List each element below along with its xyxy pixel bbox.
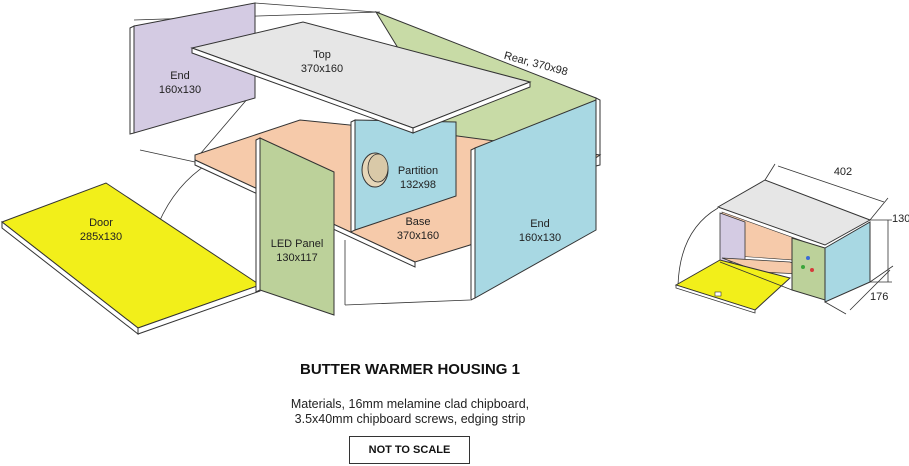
- drawing-title: BUTTER WARMER HOUSING 1: [299, 361, 520, 378]
- door-panel-side-edge: [137, 284, 261, 335]
- partition-panel: Partition 132x98: [350, 119, 457, 233]
- dimension-lines: [764, 163, 894, 315]
- dim-height: 130: [892, 213, 909, 225]
- base-dims: 370x160: [397, 230, 439, 242]
- assembled-led: [791, 237, 826, 301]
- door-handle: [714, 291, 722, 297]
- end-panel-right: End 160x130: [470, 99, 597, 301]
- top-panel-side-edge: [412, 81, 531, 134]
- partition-panel-edge: [350, 119, 356, 233]
- top-dims: 370x160: [301, 63, 343, 75]
- led-panel-edge: [255, 137, 261, 293]
- top-label: Top: [313, 49, 331, 61]
- door-panel: Door 285x130: [0, 182, 262, 336]
- top-panel: Top 370x160: [190, 21, 532, 134]
- base-front-edge: [719, 261, 793, 291]
- partition-dims: 132x98: [400, 179, 436, 191]
- door-label: Door: [89, 217, 113, 229]
- end-panel-right-edge: [470, 147, 476, 301]
- led-red: [810, 268, 814, 272]
- led-panel-dims: 130x117: [276, 252, 317, 264]
- materials-line-2: 3.5x40mm chipboard screws, edging strip: [294, 412, 526, 426]
- led-blue: [806, 256, 810, 260]
- assembled-door-edge: [675, 284, 756, 314]
- end-panel-left: End 160x130: [129, 2, 256, 135]
- led-panel-label: LED Panel: [271, 238, 324, 250]
- led-green: [801, 265, 805, 269]
- end-right-label: End: [530, 218, 550, 230]
- led-panel: LED Panel 130x117: [255, 137, 335, 316]
- materials-line-1: Materials, 16mm melamine clad chipboard,: [290, 397, 530, 411]
- end-left-label: End: [170, 70, 190, 82]
- base-label: Base: [405, 216, 430, 228]
- dim-depth: 176: [870, 291, 888, 303]
- end-panel-left-edge: [129, 25, 135, 135]
- end-left-dims: 160x130: [159, 84, 201, 96]
- scale-note-box: NOT TO SCALE: [349, 436, 470, 464]
- assembled-end-left: [719, 212, 746, 263]
- partition-hole-inner: [367, 153, 389, 183]
- partition-label: Partition: [398, 165, 438, 177]
- door-dims: 285x130: [80, 231, 122, 243]
- end-right-dims: 160x130: [519, 232, 561, 244]
- dim-length: 402: [834, 166, 852, 178]
- door-swing-arc: [677, 207, 719, 286]
- assembled-view: 402 130 176: [674, 163, 909, 315]
